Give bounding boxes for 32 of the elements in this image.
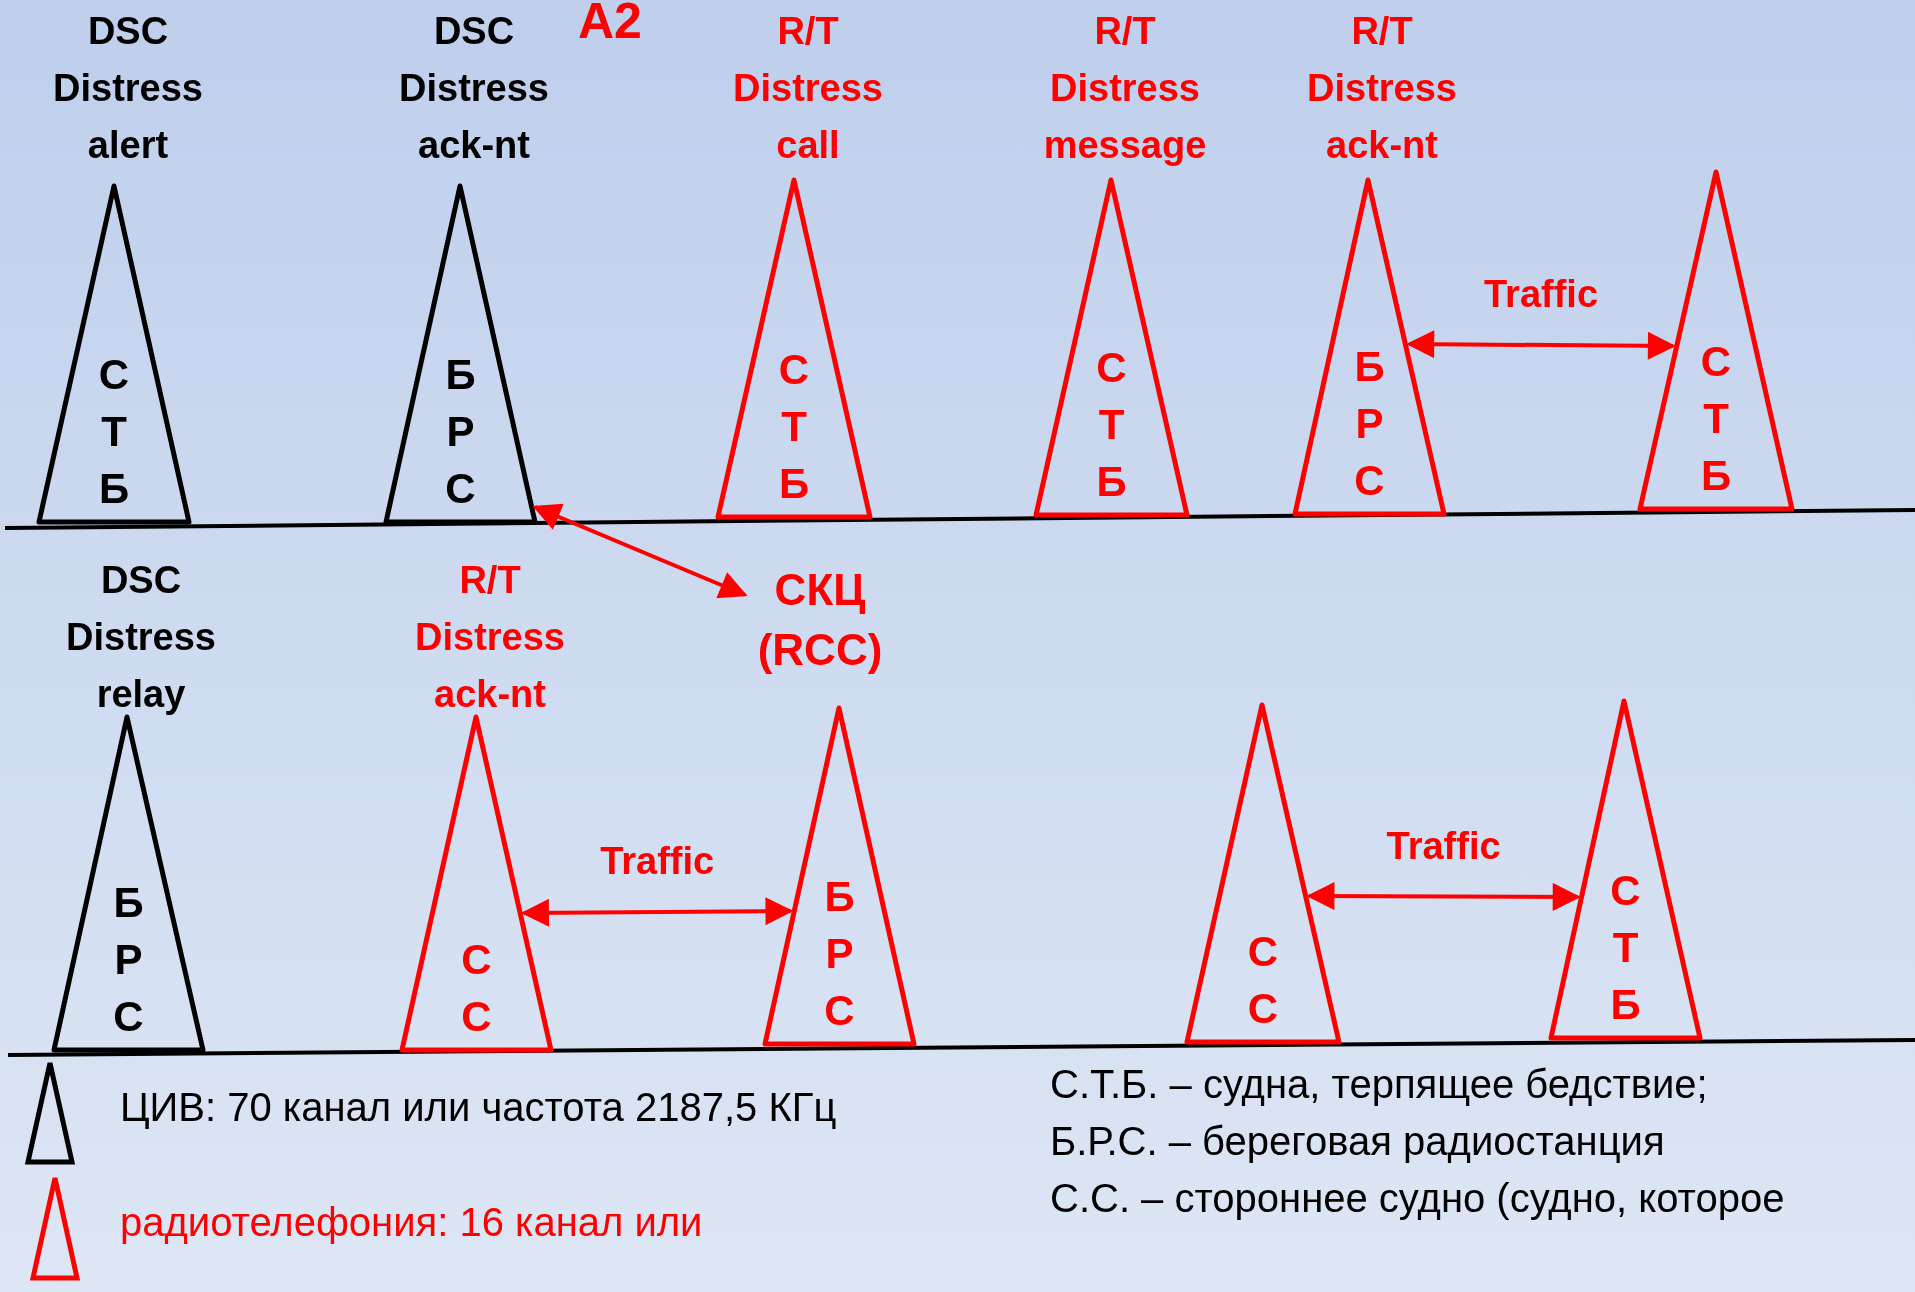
station-letters: С С (1247, 927, 1279, 1034)
station-heading: R/T Distress message (1043, 9, 1207, 168)
station-letters: Б Р С (824, 872, 855, 1036)
arrow (1406, 330, 1676, 360)
station-letters: С Т Б (1700, 337, 1732, 501)
arrow (532, 503, 748, 599)
station-letters: С Т Б (1096, 343, 1127, 507)
station-letters: С Т Б (98, 350, 130, 514)
legend-text: радиотелефония: 16 канал или (120, 1200, 703, 1245)
station-heading: DSC Distress ack-nt (399, 9, 549, 168)
edge-label: Traffic (1386, 825, 1501, 868)
station-heading: R/T Distress ack-nt (415, 558, 565, 717)
station-letters: С Т Б (1610, 866, 1641, 1030)
arrow (520, 897, 794, 927)
note-text: С.Т.Б. – судна, терпящее бедствие; (1050, 1062, 1708, 1107)
edge-label: Traffic (600, 840, 715, 883)
station-label: СКЦ (RCC) (745, 560, 895, 690)
note-text: С.С. – стороннее судно (судно, которое (1050, 1176, 1785, 1221)
station-letters: Б Р С (113, 878, 144, 1042)
station-heading: DSC Distress alert (53, 9, 203, 168)
edge-label: Traffic (1484, 273, 1599, 316)
station-letters: Б Р С (1354, 342, 1385, 506)
station-letters: С Т Б (778, 345, 810, 509)
station-letters: С С (461, 935, 492, 1042)
legend-text: ЦИВ: 70 канал или частота 2187,5 КГц (120, 1085, 837, 1130)
station-heading: R/T Distress ack-nt (1307, 9, 1457, 168)
station-letters: Б Р С (445, 350, 476, 514)
arrow (1306, 882, 1581, 911)
note-text: Б.Р.С. – береговая радиостанция (1050, 1119, 1665, 1164)
title: A2 (578, 0, 642, 50)
station-heading: R/T Distress call (733, 9, 883, 168)
station-heading: DSC Distress relay (66, 558, 216, 717)
